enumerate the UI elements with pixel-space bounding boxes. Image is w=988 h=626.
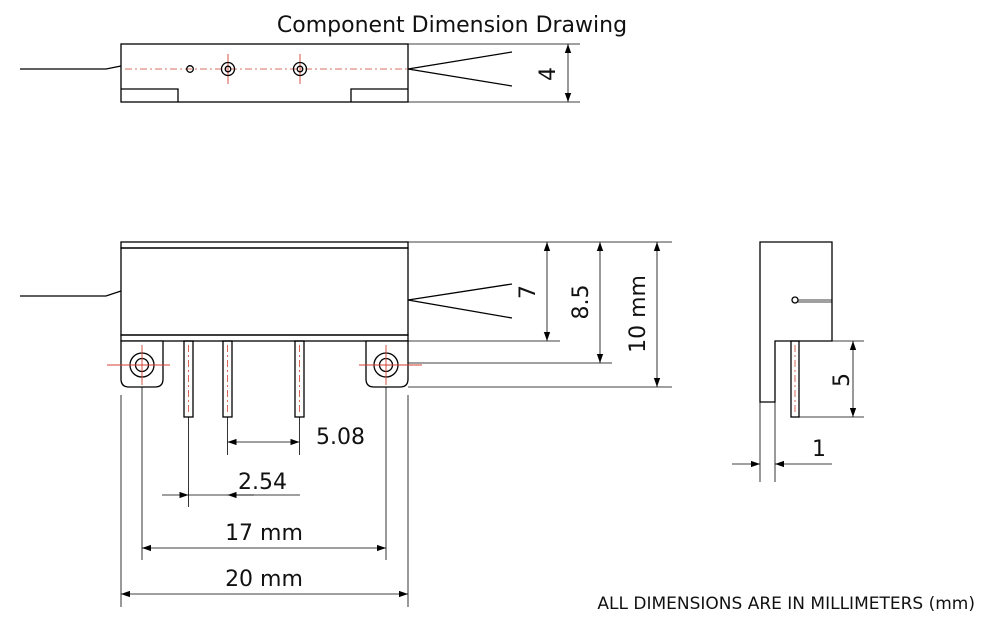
top-view-pin-hole-1: [220, 54, 236, 84]
dimension-label-top-height: 4: [536, 67, 561, 81]
dimension-label-pin-spacing-large: 5.08: [316, 425, 365, 450]
side-view: 5 1: [732, 241, 864, 482]
front-view-leads: [407, 283, 513, 319]
top-view-right-tab: [350, 88, 408, 102]
dimension-label-total-height: 10 mm: [626, 275, 651, 353]
top-view-small-hole: [186, 65, 194, 73]
dimension-label-body-height: 8.5: [569, 285, 594, 320]
top-view-left-tab: [121, 88, 179, 102]
side-view-fiber-end: [791, 296, 799, 304]
top-view-body: [120, 43, 409, 103]
front-view-wire: [20, 290, 122, 297]
top-view-pin-hole-2: [292, 54, 308, 84]
top-view-wire: [20, 65, 122, 70]
front-view-body: [120, 247, 409, 336]
units-note: ALL DIMENSIONS ARE IN MILLIMETERS (mm): [597, 594, 975, 614]
front-view: 7 8.5 10 mm 5.08 2.54 17 mm 20 mm: [20, 241, 672, 607]
dimension-label-mount-spacing: 17 mm: [225, 521, 303, 546]
front-view-base: [120, 334, 409, 342]
front-view-pin-1: [183, 340, 194, 418]
dimension-label-pin-length: 5: [830, 373, 855, 387]
drawing-title: Component Dimension Drawing: [277, 13, 627, 38]
top-view: 4: [20, 43, 580, 103]
dimension-label-lead-height: 7: [516, 285, 541, 299]
front-view-right-mount-tab: [359, 340, 422, 388]
top-view-leads: [407, 51, 513, 87]
front-view-left-mount-tab: [107, 340, 170, 388]
side-view-body: [759, 241, 833, 403]
front-view-pin-3: [294, 340, 305, 418]
dimension-label-total-width: 20 mm: [225, 567, 303, 592]
front-view-pin-2: [222, 340, 233, 418]
side-view-pin: [790, 340, 800, 418]
front-view-cap: [120, 241, 409, 249]
dimension-label-pin-spacing-small: 2.54: [238, 470, 287, 495]
dimension-label-pin-thickness: 1: [812, 437, 826, 462]
